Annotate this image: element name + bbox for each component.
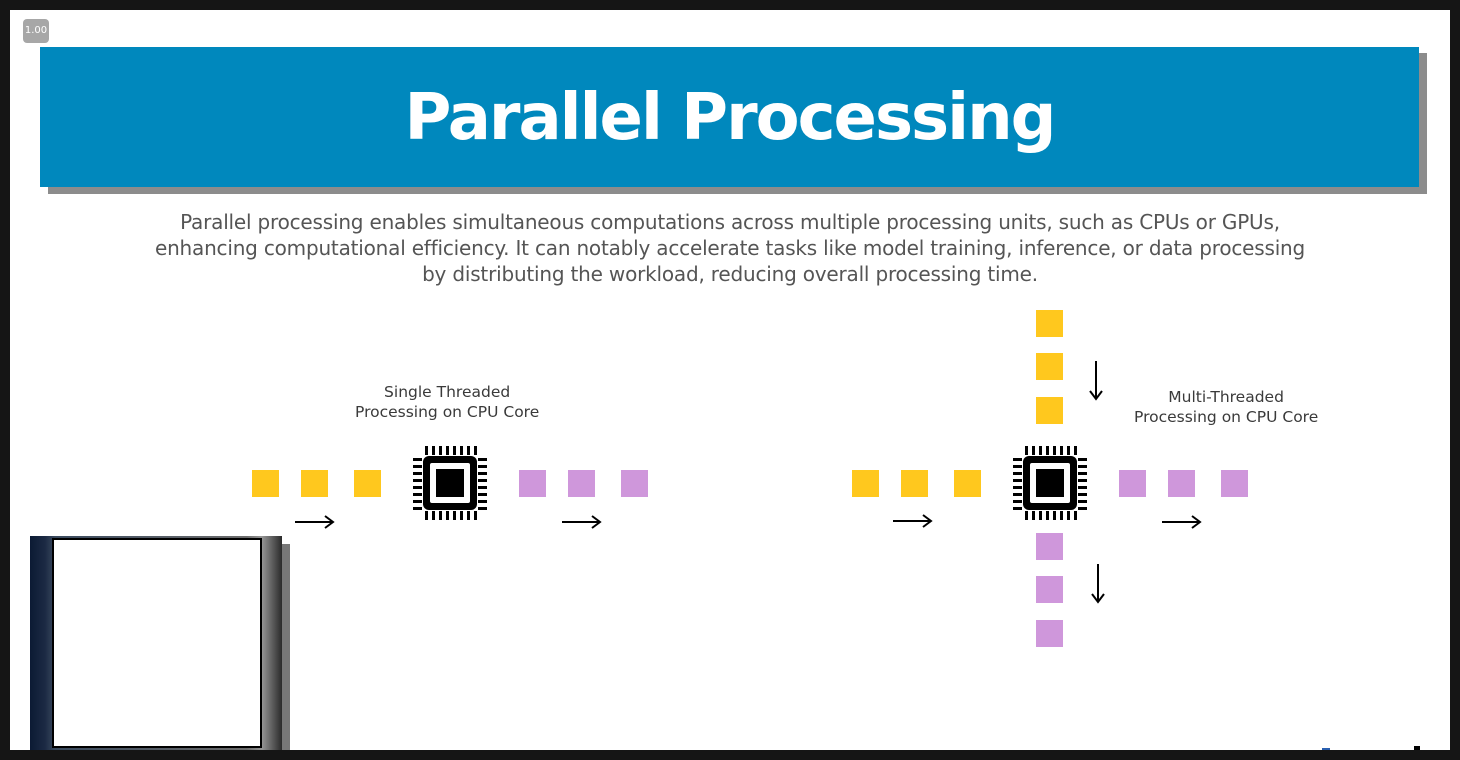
corner-mark — [1322, 748, 1330, 750]
multi-threaded-label-line: Processing on CPU Core — [1134, 408, 1319, 426]
video-placeholder — [52, 538, 262, 748]
arrow-right-icon — [295, 515, 335, 529]
input-task-block — [1036, 353, 1063, 380]
multi-threaded-label: Multi-Threaded Processing on CPU Core — [1134, 387, 1318, 427]
description-line: enhancing computational efficiency. It c… — [154, 236, 1306, 260]
presentation-slide: Parallel Processing Parallel processing … — [10, 10, 1450, 750]
presenter-video-overlay[interactable] — [30, 536, 282, 750]
title-bar: Parallel Processing — [40, 47, 1419, 187]
output-task-block — [621, 470, 648, 497]
arrow-right-icon — [562, 515, 602, 529]
zoom-level-badge[interactable]: 1.00 — [23, 19, 49, 43]
multi-threaded-label-line: Multi-Threaded — [1168, 388, 1284, 406]
output-task-block — [1036, 576, 1063, 603]
arrow-right-icon — [1162, 515, 1202, 529]
slide-description: Parallel processing enables simultaneous… — [130, 209, 1330, 287]
description-line: by distributing the workload, reducing o… — [422, 262, 1038, 286]
output-task-block — [1168, 470, 1195, 497]
input-task-block — [354, 470, 381, 497]
arrow-down-icon — [1091, 564, 1105, 604]
output-task-block — [1036, 533, 1063, 560]
cpu-chip-icon — [1013, 446, 1087, 520]
single-threaded-label-line: Processing on CPU Core — [355, 403, 540, 421]
slide-title: Parallel Processing — [404, 81, 1057, 155]
input-task-block — [1036, 310, 1063, 337]
input-task-block — [852, 470, 879, 497]
input-task-block — [954, 470, 981, 497]
output-task-block — [568, 470, 595, 497]
corner-mark — [1414, 746, 1420, 750]
output-task-block — [1119, 470, 1146, 497]
arrow-down-icon — [1089, 361, 1103, 401]
single-threaded-label-line: Single Threaded — [384, 383, 511, 401]
input-task-block — [252, 470, 279, 497]
input-task-block — [1036, 397, 1063, 424]
output-task-block — [1036, 620, 1063, 647]
output-task-block — [519, 470, 546, 497]
description-line: Parallel processing enables simultaneous… — [180, 210, 1280, 234]
cpu-chip-icon — [413, 446, 487, 520]
input-task-block — [901, 470, 928, 497]
input-task-block — [301, 470, 328, 497]
arrow-right-icon — [893, 514, 933, 528]
single-threaded-label: Single Threaded Processing on CPU Core — [355, 382, 539, 422]
output-task-block — [1221, 470, 1248, 497]
